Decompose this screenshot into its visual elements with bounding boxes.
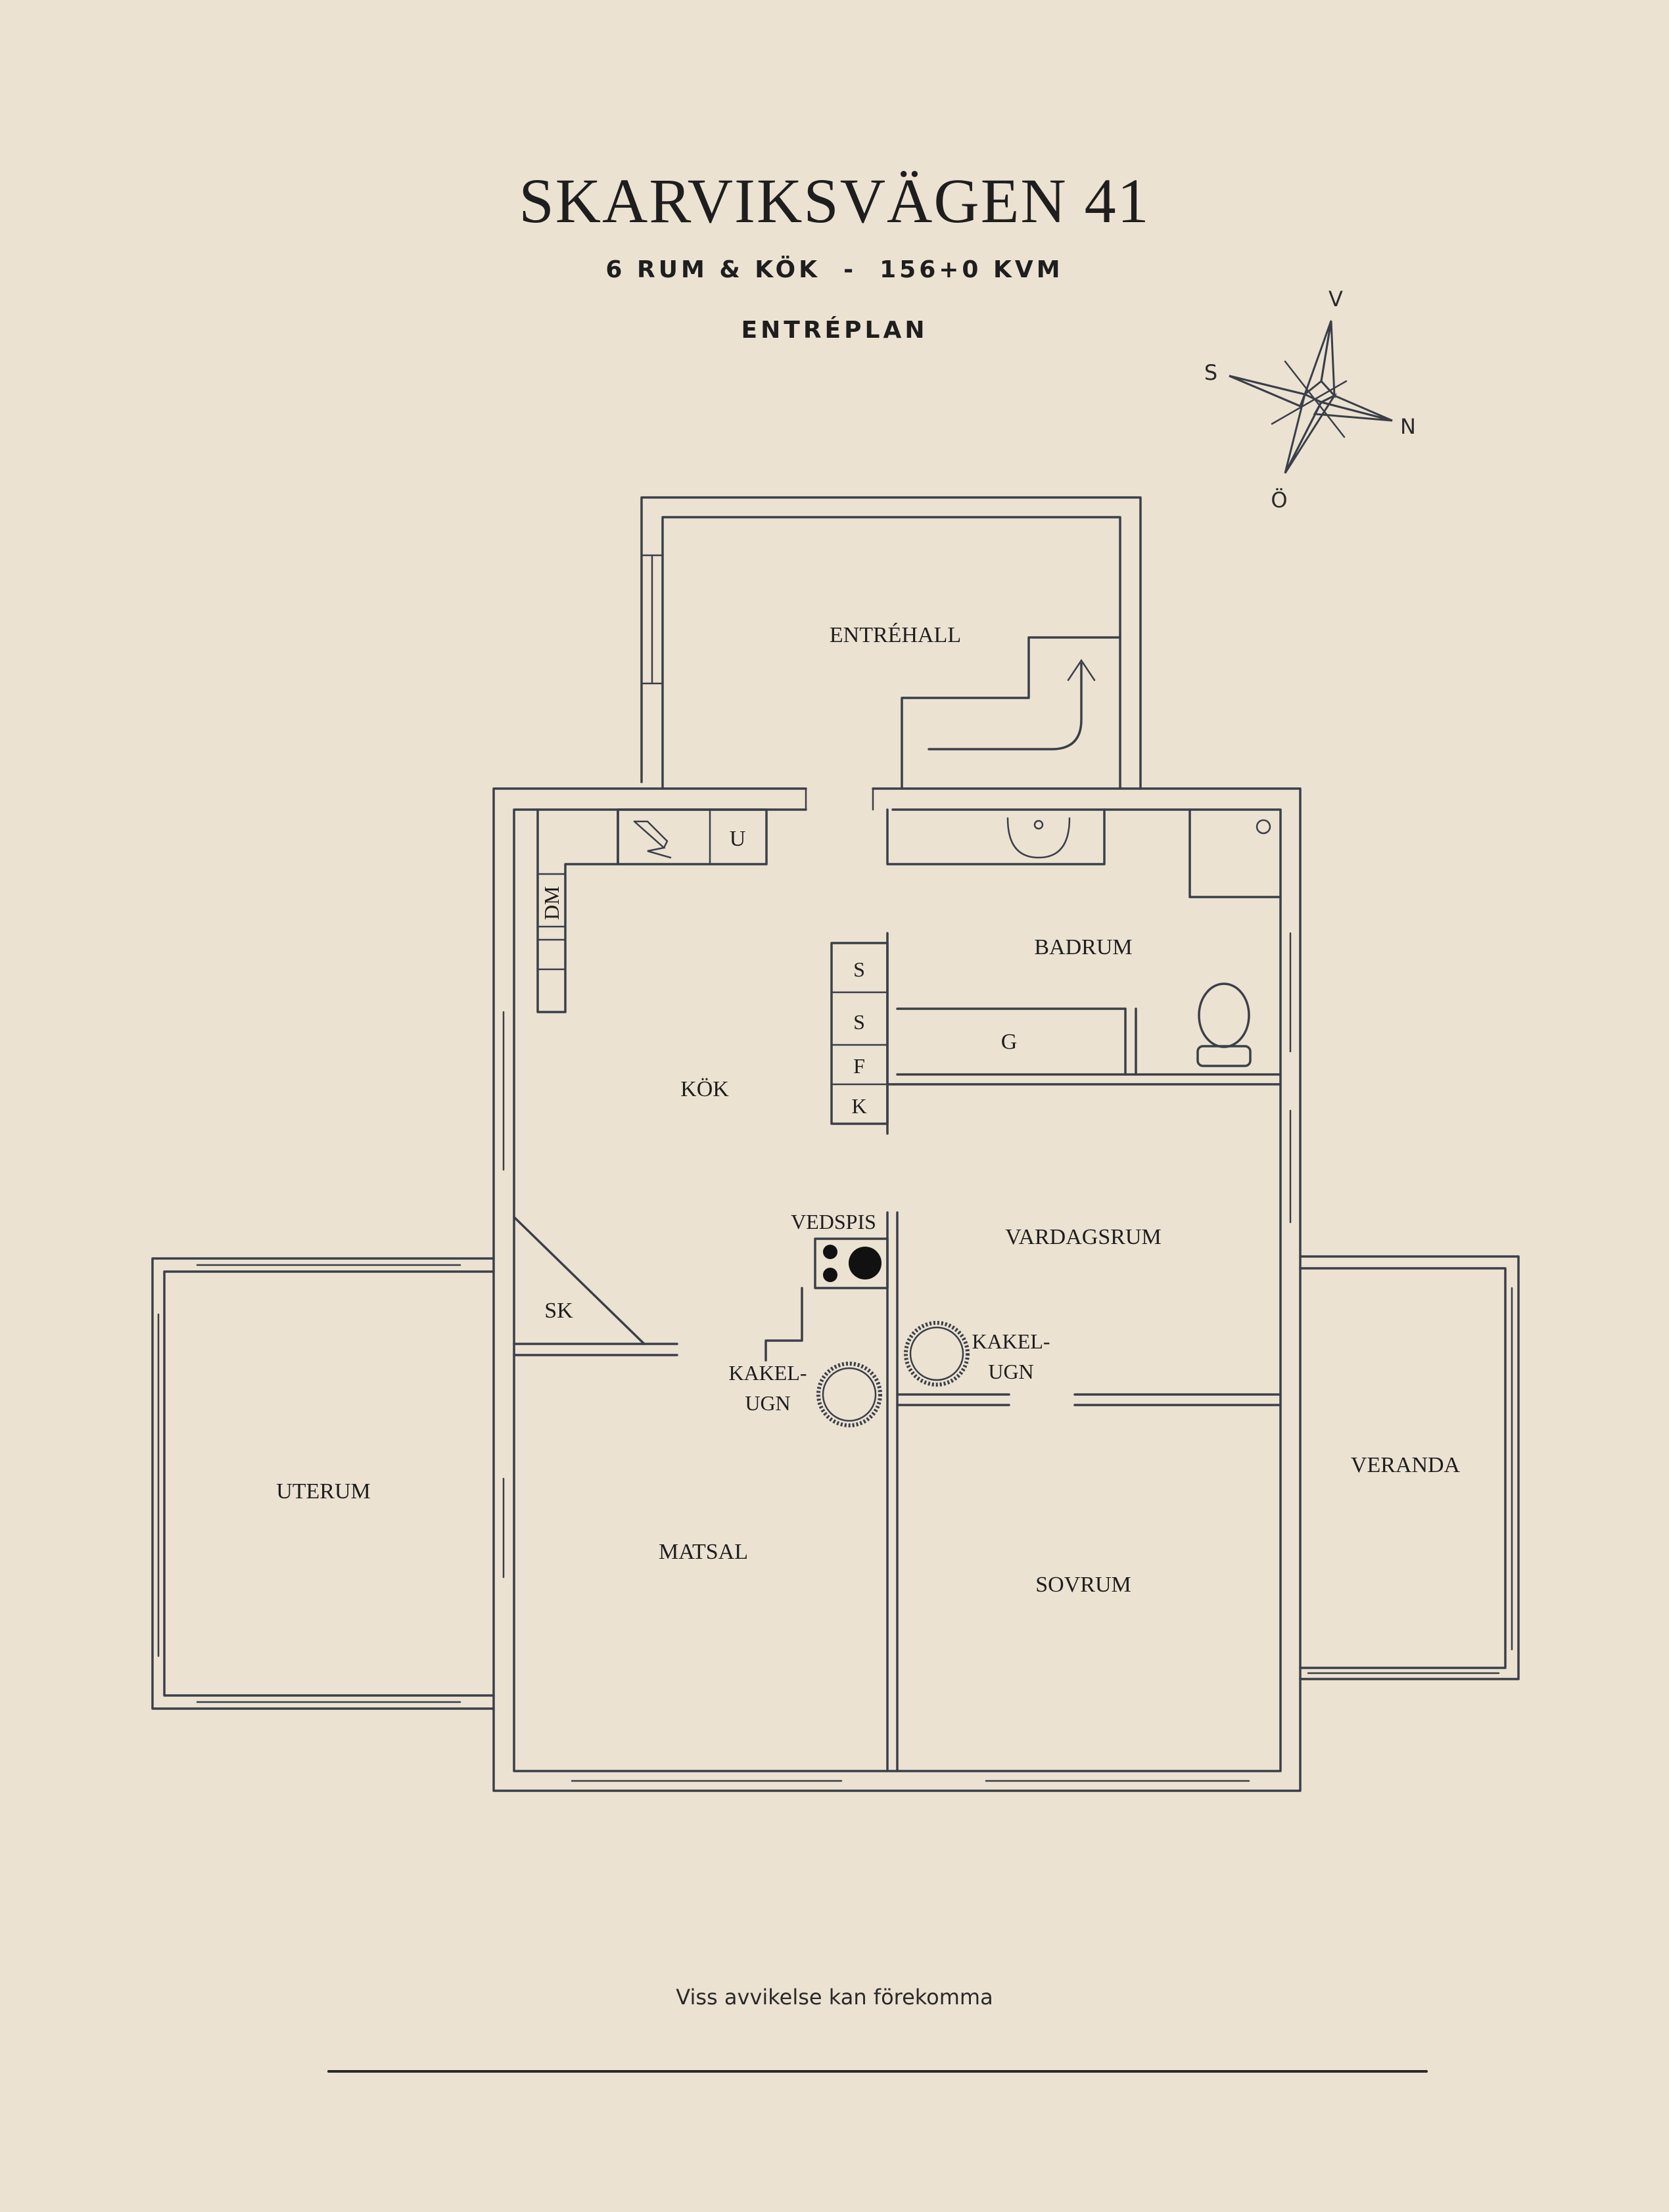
veranda-walls — [1299, 1255, 1520, 1680]
room-sovrum-label: SOVRUM — [1035, 1573, 1131, 1597]
interior-walls — [513, 1211, 1282, 1772]
uterum-walls — [151, 1257, 495, 1710]
kakelugn-right-label-2: UGN — [988, 1360, 1033, 1383]
room-badrum-label: BADRUM — [1034, 935, 1132, 959]
entrehall-walls — [640, 496, 1142, 790]
disclaimer-text: Viss avvikelse kan förekomma — [676, 1985, 993, 2010]
badrum-walls — [886, 808, 1282, 1135]
fixture-f-label: F — [853, 1054, 865, 1078]
kakelugn-right-icon — [904, 1321, 970, 1387]
fixture-vedspis-label: VEDSPIS — [791, 1210, 876, 1233]
kitchen-counters — [536, 808, 768, 1013]
fixture-s2-label: S — [853, 1010, 865, 1034]
kakelugn-left-label-2: UGN — [745, 1391, 790, 1415]
page-title: SKARVIKSVÄGEN 41 — [519, 166, 1150, 236]
fixture-sk-label: SK — [544, 1299, 573, 1323]
fixture-k-label: K — [851, 1094, 866, 1118]
fixture-dm-label: DM — [540, 886, 563, 920]
compass-v-label: V — [1328, 287, 1343, 311]
room-vardagsrum-label: VARDAGSRUM — [1005, 1225, 1161, 1249]
kakelugn-right-label-1: KAKEL- — [972, 1329, 1050, 1353]
fixture-g-label: G — [1001, 1030, 1018, 1054]
room-matsal-label: MATSAL — [659, 1540, 748, 1564]
room-uterum-label: UTERUM — [276, 1479, 371, 1504]
property-summary: 6 RUM & KÖK - 156+0 KVM — [605, 256, 1064, 283]
room-veranda-label: VERANDA — [1351, 1453, 1461, 1477]
vedspis-stove-icon — [823, 1245, 882, 1282]
room-kok-label: KÖK — [680, 1077, 729, 1101]
appliance-column — [830, 942, 889, 1125]
compass-rose-icon — [1229, 320, 1393, 474]
kakelugn-left-label-1: KAKEL- — [728, 1361, 807, 1385]
fixture-s1-label: S — [853, 957, 865, 981]
fixture-u-label: U — [730, 827, 746, 851]
room-entrehall-label: ENTRÉHALL — [830, 623, 961, 647]
compass-o-label: Ö — [1271, 488, 1287, 513]
floor-level-label: ENTRÉPLAN — [741, 317, 928, 344]
compass-n-label: N — [1400, 414, 1416, 439]
kakelugn-left-icon — [816, 1362, 882, 1427]
compass-s-label: S — [1204, 360, 1217, 385]
